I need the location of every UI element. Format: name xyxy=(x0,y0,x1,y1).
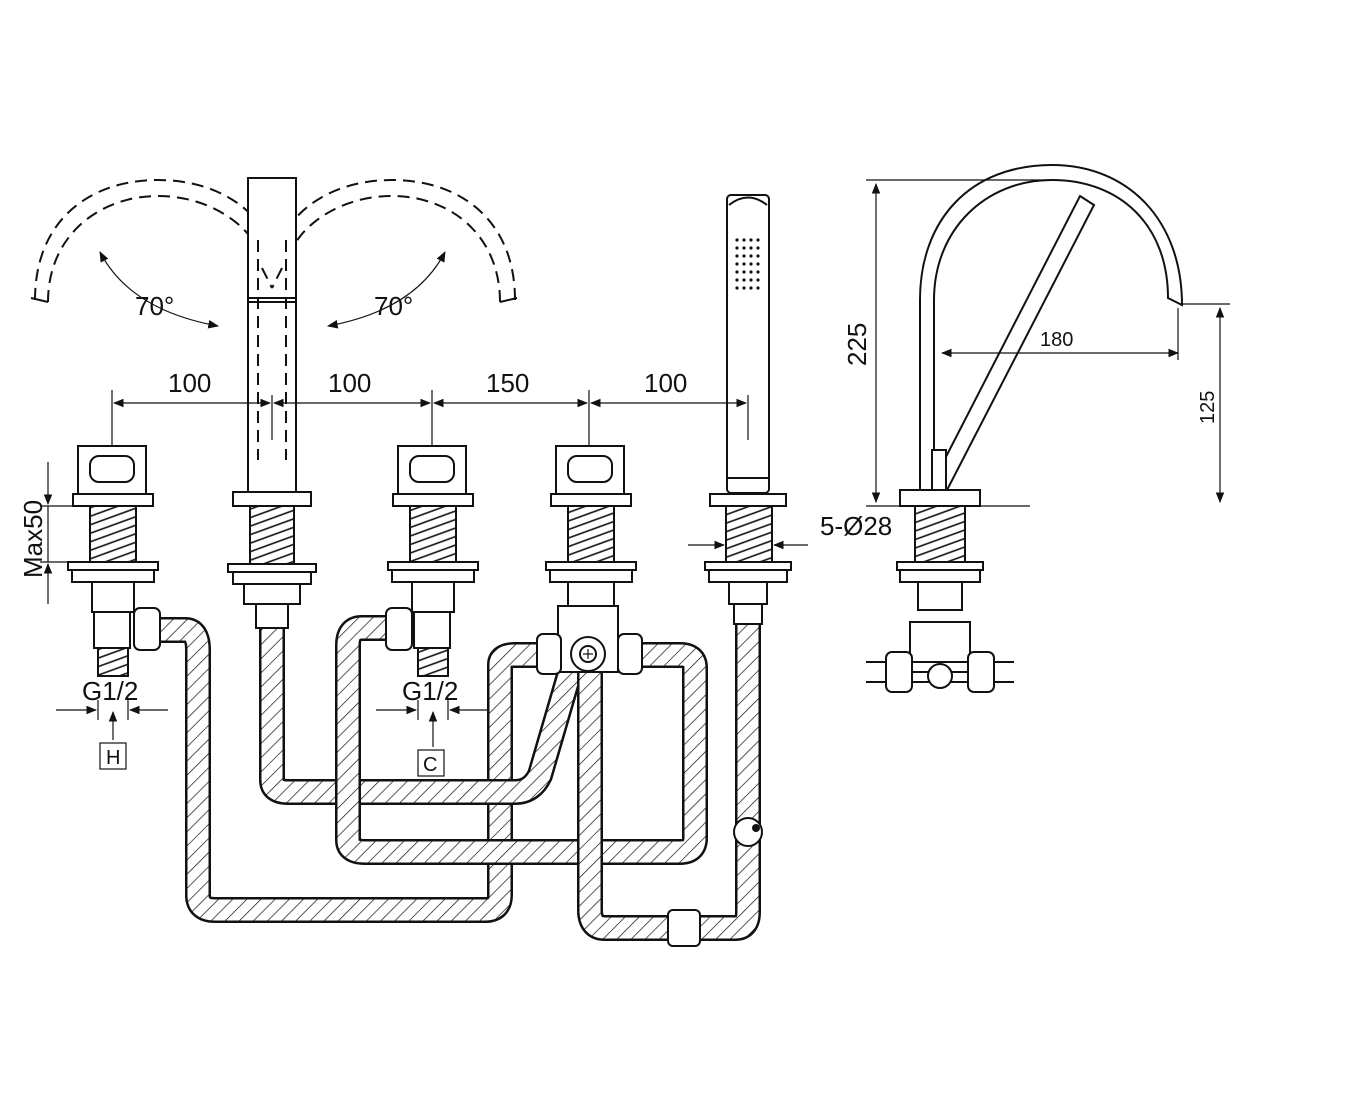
thread-right-label: G1/2 xyxy=(402,676,458,706)
front-dimensions: 100 100 150 100 Max50 5-Ø28 G1/2 H G1/2 … xyxy=(18,368,892,777)
spacing-4-label: 100 xyxy=(644,368,687,398)
angle-left-label: 70° xyxy=(135,291,174,321)
valve-left xyxy=(67,445,161,677)
hot-marker: H xyxy=(106,747,120,769)
spacing-1-label: 100 xyxy=(168,368,211,398)
hot-marker-box xyxy=(99,742,127,770)
thread-left-label: G1/2 xyxy=(82,676,138,706)
diverter-valve xyxy=(536,445,643,675)
hole-diameter-label: 5-Ø28 xyxy=(820,511,892,541)
spout-reach-label: 180 xyxy=(1040,329,1073,351)
hose-connector xyxy=(667,909,701,947)
handshower xyxy=(667,194,792,947)
spout-height-label: 125 xyxy=(1197,391,1219,424)
total-height-label: 225 xyxy=(842,323,872,366)
hose-weight xyxy=(733,817,763,847)
bath-spout xyxy=(227,177,317,629)
side-view-spout: 225 180 125 xyxy=(842,163,1230,693)
cold-marker-box xyxy=(417,749,445,777)
angle-right-label: 70° xyxy=(374,291,413,321)
shower-nozzles xyxy=(735,238,760,290)
cold-marker: C xyxy=(423,754,437,776)
spacing-3-label: 150 xyxy=(486,368,529,398)
valve-middle xyxy=(385,445,479,677)
swivel-arcs: 70° 70° xyxy=(30,178,518,329)
hoses xyxy=(160,615,761,941)
spacing-2-label: 100 xyxy=(328,368,371,398)
max-deck-label: Max50 xyxy=(18,500,48,578)
